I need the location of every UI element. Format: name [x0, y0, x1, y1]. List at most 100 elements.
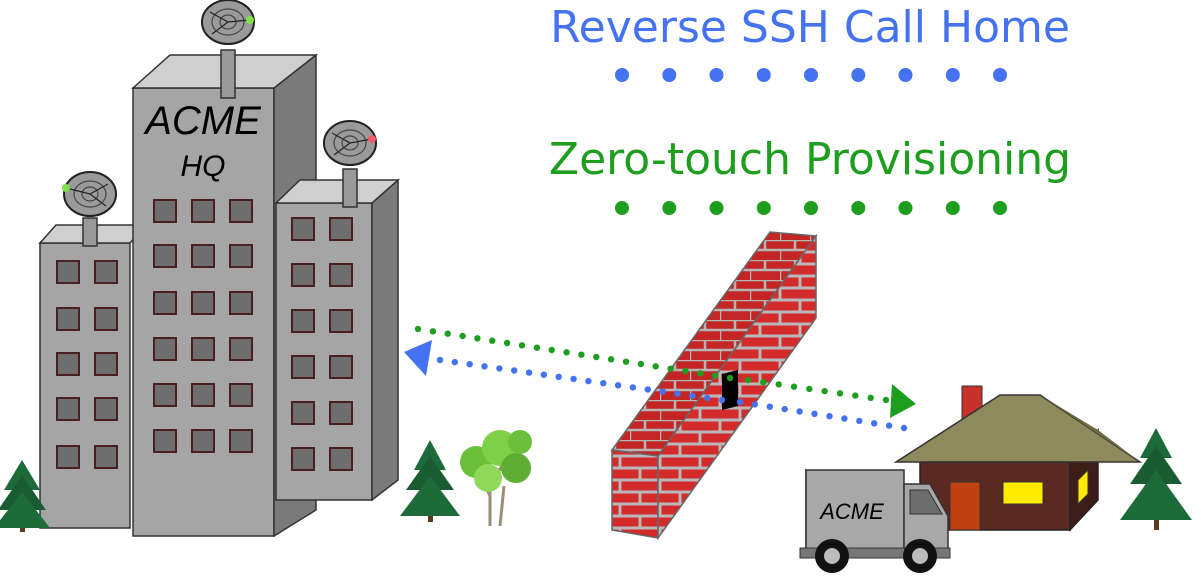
ztp-path-dot — [836, 390, 844, 397]
ztp-path-dot — [852, 392, 859, 399]
ssh-path-dot — [766, 403, 773, 410]
ztp-dot — [756, 201, 771, 215]
ssh-dot — [945, 68, 960, 82]
ztp-dotted-path — [414, 325, 890, 404]
ztp-path-dot — [622, 358, 630, 365]
ssh-path-dot — [871, 420, 878, 427]
ssh-dot — [662, 68, 677, 82]
ztp-dot — [898, 201, 913, 215]
ztp-path-dot — [414, 325, 422, 333]
ssh-path-dot — [511, 367, 518, 374]
ztp-path-dot — [518, 342, 526, 349]
ztp-dot — [804, 201, 818, 215]
tree-icon — [1120, 428, 1192, 530]
ztp-path-dot — [548, 346, 555, 354]
firewall-icon — [610, 231, 818, 541]
tree-icon — [460, 430, 532, 527]
ztp-path-dot — [459, 332, 466, 340]
ssh-path-dot — [436, 356, 444, 364]
ssh-path-dot — [781, 405, 788, 413]
hq-sub-label: HQ — [181, 150, 226, 183]
ztp-path-dot — [760, 379, 767, 386]
ztp-path-dot — [697, 370, 704, 377]
ztp-path-dot — [682, 367, 689, 375]
ztp-dot — [945, 201, 960, 215]
ztp-path-dot — [867, 394, 874, 401]
ssh-dot — [804, 68, 818, 82]
ssh-path-dot — [644, 386, 651, 393]
ssh-path-dot — [496, 365, 503, 372]
ssh-path-dot — [570, 375, 577, 383]
tree-icon — [400, 440, 460, 522]
ssh-path-dot — [525, 369, 533, 376]
ztp-dot — [709, 201, 724, 215]
ssh-path-dot — [585, 377, 592, 385]
arrow-icon — [404, 340, 432, 376]
tree-icon — [0, 460, 50, 532]
ztp-dot — [662, 201, 677, 215]
ssh-path-dot — [885, 422, 893, 429]
title-dots-ztp — [615, 201, 1007, 215]
ztp-path-dot — [882, 396, 890, 404]
ztp-path-dot — [667, 365, 674, 372]
ztp-path-dot — [533, 344, 541, 351]
ssh-dot — [615, 68, 629, 82]
ssh-path-dot — [900, 424, 908, 432]
ztp-path-dot — [429, 328, 437, 335]
hq-buildings: ACME HQ — [38, 53, 400, 538]
ztp-path-dot — [563, 349, 570, 356]
ssh-path-dot — [614, 382, 622, 389]
ssh-dotted-path — [436, 356, 908, 432]
house-icon — [893, 385, 1143, 532]
ssh-path-dot — [540, 371, 548, 378]
ssh-path-dot — [689, 392, 696, 399]
truck-icon: ACME — [799, 469, 951, 573]
ssh-path-dot — [841, 415, 848, 422]
ztp-path-dot — [637, 360, 645, 368]
ztp-path-dot — [744, 376, 752, 384]
ztp-path-dot — [474, 335, 481, 342]
ssh-path-dot — [674, 390, 681, 397]
ssh-path-dot — [796, 408, 803, 415]
ssh-path-dot — [811, 410, 818, 417]
ssh-dot — [898, 68, 913, 82]
ssh-path-dot — [466, 361, 473, 368]
ztp-dot — [615, 201, 629, 215]
ssh-path-dot — [659, 388, 666, 395]
ztp-path-dot — [652, 363, 659, 370]
ssh-path-dot — [600, 380, 607, 387]
arrow-icon — [890, 384, 916, 418]
ssh-path-dot — [718, 396, 726, 404]
ztp-path-dot — [593, 353, 600, 361]
ztp-dot — [993, 201, 1007, 215]
satellite-dish-icon — [323, 120, 377, 208]
ssh-dot — [993, 68, 1007, 82]
hq-name-label: ACME — [143, 99, 262, 143]
ztp-path-dot — [503, 339, 511, 347]
ztp-path-dot — [790, 383, 798, 390]
left-tower — [38, 224, 148, 529]
ssh-path-dot — [856, 417, 863, 425]
reverse-ssh-title: Reverse SSH Call Home — [550, 2, 1070, 53]
ssh-dot — [851, 68, 866, 82]
ssh-path-dot — [704, 394, 711, 402]
ztp-path-dot — [806, 385, 813, 393]
truck-brand-label: ACME — [818, 499, 884, 524]
ssh-path-dot — [555, 373, 562, 380]
title-dots-ssh — [615, 68, 1007, 82]
ztp-path-dot — [726, 374, 734, 382]
satellite-dish-icon — [201, 0, 255, 99]
ztp-path-dot — [607, 356, 615, 363]
ztp-path-dot — [578, 351, 585, 358]
ztp-path-dot — [489, 337, 496, 344]
ssh-path-dot — [751, 401, 759, 408]
ssh-path-dot — [481, 363, 488, 370]
ssh-path-dot — [451, 358, 458, 366]
ssh-dot — [756, 68, 771, 82]
ztp-dot — [851, 201, 866, 215]
ssh-dot — [709, 68, 724, 82]
ssh-path-dot — [736, 398, 744, 406]
ztp-path-dot — [444, 330, 451, 337]
